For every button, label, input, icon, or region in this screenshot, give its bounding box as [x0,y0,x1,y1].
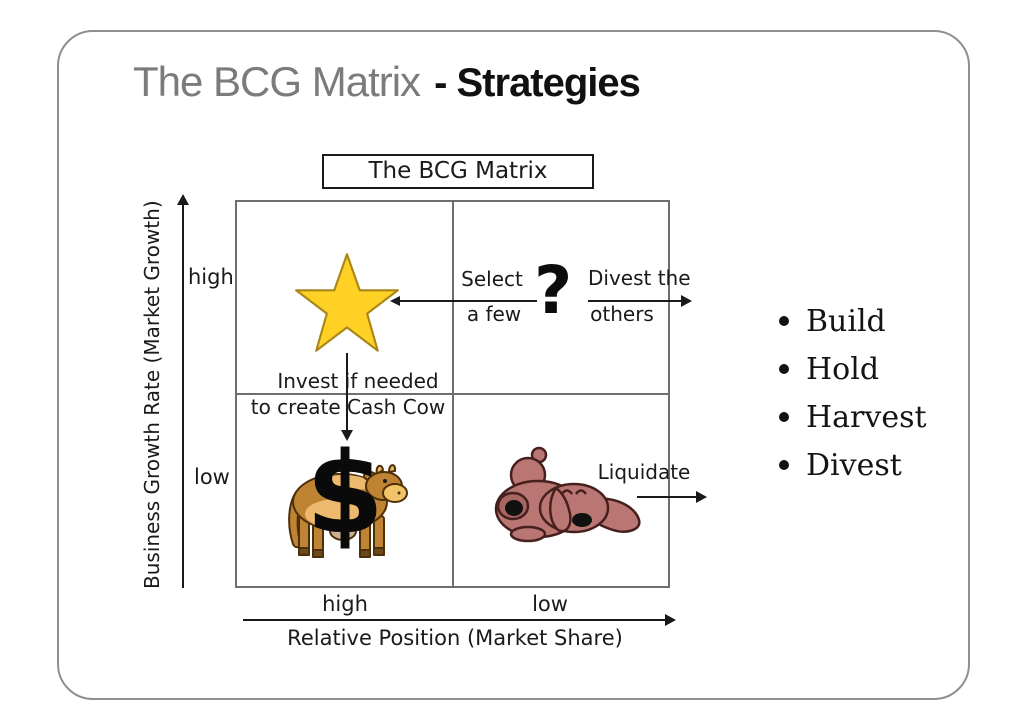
liquidate-arrow-line [637,496,697,498]
list-item: Divest [779,446,927,484]
x-axis-arrowhead [665,614,676,626]
y-axis-line [182,204,184,588]
strategy-label: Divest [806,447,902,483]
divest-text-line1: Divest the [588,266,691,290]
invest-note-line1: Invest if needed [277,369,439,393]
select-arrow-line [399,300,537,302]
page-title: The BCG Matrix - Strategies [133,58,641,106]
bullet-icon [779,460,789,470]
divest-text-line2: others [590,302,654,326]
question-mark-icon: ? [534,252,573,329]
y-axis-tick-high: high [188,265,234,289]
x-axis-tick-low: low [532,592,568,616]
divest-arrow-line [588,300,682,302]
y-axis-arrowhead [177,194,189,205]
strategies-list: Build Hold Harvest Divest [779,302,927,494]
strategy-label: Hold [806,351,880,387]
divest-arrowhead [681,295,692,307]
strategy-label: Harvest [806,399,927,435]
matrix-horizontal-divider [237,393,668,395]
invest-arrowhead [341,430,353,441]
x-axis-line [243,619,667,621]
liquidate-arrowhead [696,491,707,503]
x-axis-tick-high: high [322,592,368,616]
cash-cow-icon [288,464,408,558]
bullet-icon [779,412,789,422]
bullet-icon [779,364,789,374]
list-item: Hold [779,350,927,388]
select-arrowhead [390,296,400,306]
x-axis-label: Relative Position (Market Share) [287,626,623,650]
invest-note-line2: to create Cash Cow [250,395,446,419]
slide-border [57,30,970,700]
select-text-line1: Select [461,267,523,291]
strategy-label: Build [806,303,886,339]
list-item: Build [779,302,927,340]
star-icon [295,253,399,352]
select-text-line2: a few [466,302,522,326]
y-axis-tick-low: low [194,465,230,489]
bullet-icon [779,316,789,326]
dog-icon [494,446,641,543]
list-item: Harvest [779,398,927,436]
liquidate-label: Liquidate [597,460,691,484]
page-title-gray: The BCG Matrix [133,58,421,105]
diagram-title-box: The BCG Matrix [322,154,594,189]
invest-arrow-line [346,353,348,431]
page-title-strategies: - Strategies [434,61,641,105]
y-axis-label: Business Growth Rate (Market Growth) [140,200,164,590]
dollar-sign: $ [306,429,384,559]
